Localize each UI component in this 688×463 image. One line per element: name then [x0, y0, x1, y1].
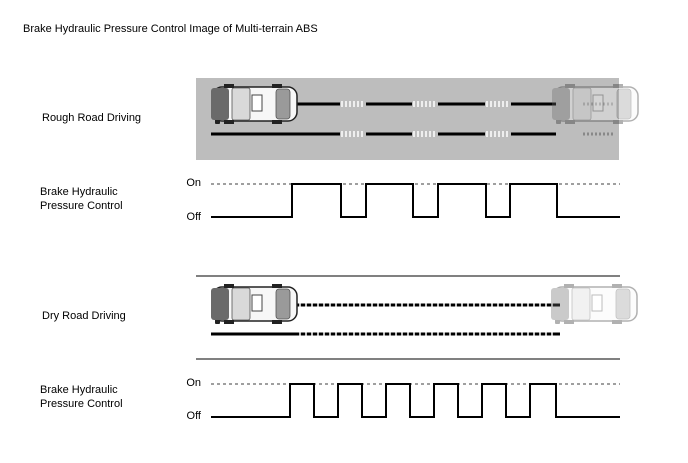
- dry-pressure-signal: [211, 383, 620, 418]
- rough-car-end-icon: [551, 83, 639, 125]
- rough-pressure-signal: [211, 183, 620, 218]
- rough-road-label: Rough Road Driving: [42, 112, 142, 124]
- rough-off-label: Off: [186, 211, 201, 223]
- dry-road-dashes: [299, 302, 553, 337]
- rough-car-start-icon: [210, 83, 298, 125]
- dry-on-label: On: [186, 377, 201, 389]
- rough-road-bump-dashes: [341, 101, 508, 137]
- dry-signal-label-line1: Brake Hydraulic: [40, 384, 118, 396]
- rough-signal-label-line1: Brake Hydraulic: [40, 186, 118, 198]
- dry-road-label: Dry Road Driving: [42, 310, 126, 322]
- dry-car-end-icon: [550, 283, 638, 325]
- rough-road-bumps: [340, 100, 511, 138]
- dry-signal-label-line2: Pressure Control: [40, 398, 123, 410]
- rough-signal-label-line2: Pressure Control: [40, 200, 123, 212]
- dry-car-start-icon: [210, 283, 298, 325]
- diagram-title: Brake Hydraulic Pressure Control Image o…: [23, 23, 318, 35]
- dry-off-label: Off: [186, 410, 201, 422]
- rough-on-label: On: [186, 177, 201, 189]
